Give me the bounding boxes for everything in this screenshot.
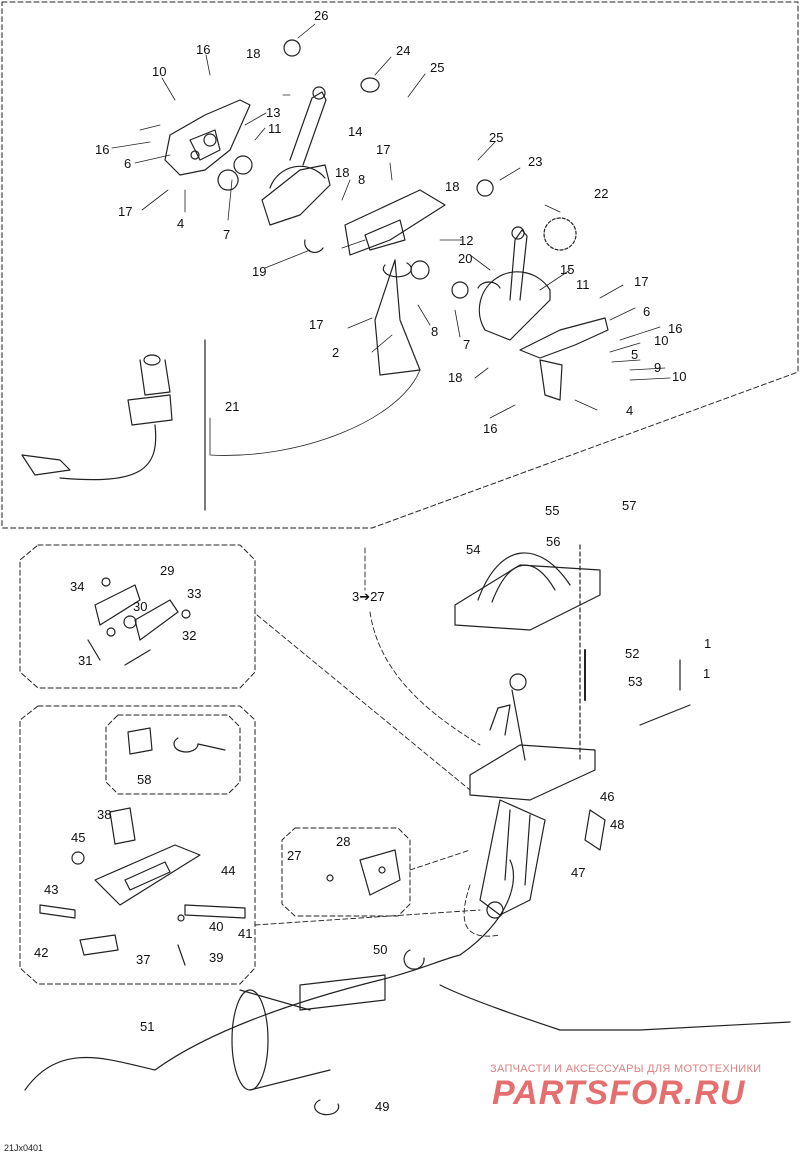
leader-lines-upper [111,23,671,456]
part-label-20: 19 [252,264,267,279]
part-label-9: 5 [631,347,639,362]
part-label-23: 22 [594,186,609,201]
part-label-8: 8 [358,172,366,187]
part-label-40: 41 [238,926,253,941]
part-label-57: 58 [137,772,152,787]
cable-50 [24,859,791,1116]
part-label-29: 27 [287,848,302,863]
upper-frame [1,1,799,529]
part-label-21: 20 [458,251,473,266]
part-label-45: 46 [600,789,615,804]
part-label-13: 12 [459,233,474,248]
part-label-10: 9 [654,360,662,375]
part-label-19b: 18 [335,165,350,180]
part-label-17: 16 [196,42,211,57]
part-label-6: 6 [124,156,132,171]
part-label-30: 29 [160,563,175,578]
part-label-1: 1 [703,666,711,681]
part-label-41: 42 [34,945,49,960]
part-label-17c: 16 [668,321,683,336]
part-label-11b: 10 [654,333,669,348]
part-label-26b: 25 [489,130,504,145]
part-label-17d: 16 [483,421,498,436]
linkage-parts-36-44 [39,727,246,966]
part-label-4: 4 [177,216,185,231]
part-label-54: 55 [545,503,560,518]
part-label-12: 11 [268,121,282,136]
part-label-51: 52 [625,646,640,661]
part-label-50: 51 [140,1019,155,1034]
part-label-35: 34 [70,579,85,594]
detail-box-36-44 [19,705,256,985]
part-label-16: 15 [560,262,575,277]
part-label-15: 14 [348,124,363,139]
right-control-assembly [476,179,609,401]
part-label-48: 49 [375,1099,390,1114]
part-label-34: 33 [187,586,202,601]
part-label-47: 48 [610,817,625,832]
watermark-subtitle: ЗАПЧАСТИ И АКСЕССУАРЫ ДЛЯ МОТОТЕХНИКИ [490,1063,762,1075]
part-label-19c: 18 [445,179,460,194]
part-label-18: 17 [376,142,391,157]
bracket-28 [326,849,401,896]
part-label-53: 54 [466,542,481,557]
part-label-17b: 16 [95,142,110,157]
diagram-code: 21Jx0401 [4,1143,44,1153]
part-label-43: 44 [221,863,236,878]
part-label-5: 2 [332,345,340,360]
part-label-46: 47 [571,865,586,880]
part-label-22: 21 [225,399,240,414]
part-label-18c: 17 [634,274,649,289]
part-label-12b: 11 [576,277,590,292]
part-label-19d: 18 [448,370,463,385]
part-label-38: 39 [209,950,224,965]
part-label-36: 37 [136,952,151,967]
main-shift-assembly [454,544,691,919]
callout-3-27: 3➔27 [352,589,385,604]
part-label-14: 13 [266,105,281,120]
left-control-assembly [164,39,469,376]
linkage-parts-30-35 [87,577,191,666]
part-label-4b: 4 [626,403,634,418]
throttle-handle-assembly [21,339,206,511]
part-label-7: 7 [223,227,231,242]
part-label-56: 57 [622,498,637,513]
part-label-32: 31 [78,653,93,668]
part-label-52: 53 [628,674,643,689]
part-label-26: 25 [430,60,445,75]
part-label-7b: 7 [463,337,471,352]
part-label-55: 56 [546,534,561,549]
part-label-37: 38 [97,807,112,822]
part-label-42: 43 [44,882,59,897]
part-label-11c: 10 [672,369,687,384]
part-label-18d: 17 [309,317,324,332]
part-label-49: 50 [373,942,388,957]
detail-box-30-35 [19,544,256,689]
part-label-27: 26 [314,8,329,23]
dashed-connectors [254,547,501,937]
part-label-24: 23 [528,154,543,169]
detail-box-28-29 [281,827,411,917]
part-label-39: 40 [209,919,224,934]
part-label-28: 28 [336,834,351,849]
part-label-25: 24 [396,43,411,58]
part-label-11: 10 [152,64,167,79]
part-label-18b: 17 [118,204,133,219]
part-label-2: 1 [704,636,712,651]
part-label-6b: 6 [643,304,651,319]
part-label-8b: 8 [431,324,439,339]
part-label-19: 18 [246,46,261,61]
detail-box-57-58 [105,714,241,795]
part-label-44: 45 [71,830,86,845]
part-label-33: 32 [182,628,197,643]
part-label-31: 30 [133,599,148,614]
watermark-logo: PARTSFOR.RU [492,1074,746,1112]
